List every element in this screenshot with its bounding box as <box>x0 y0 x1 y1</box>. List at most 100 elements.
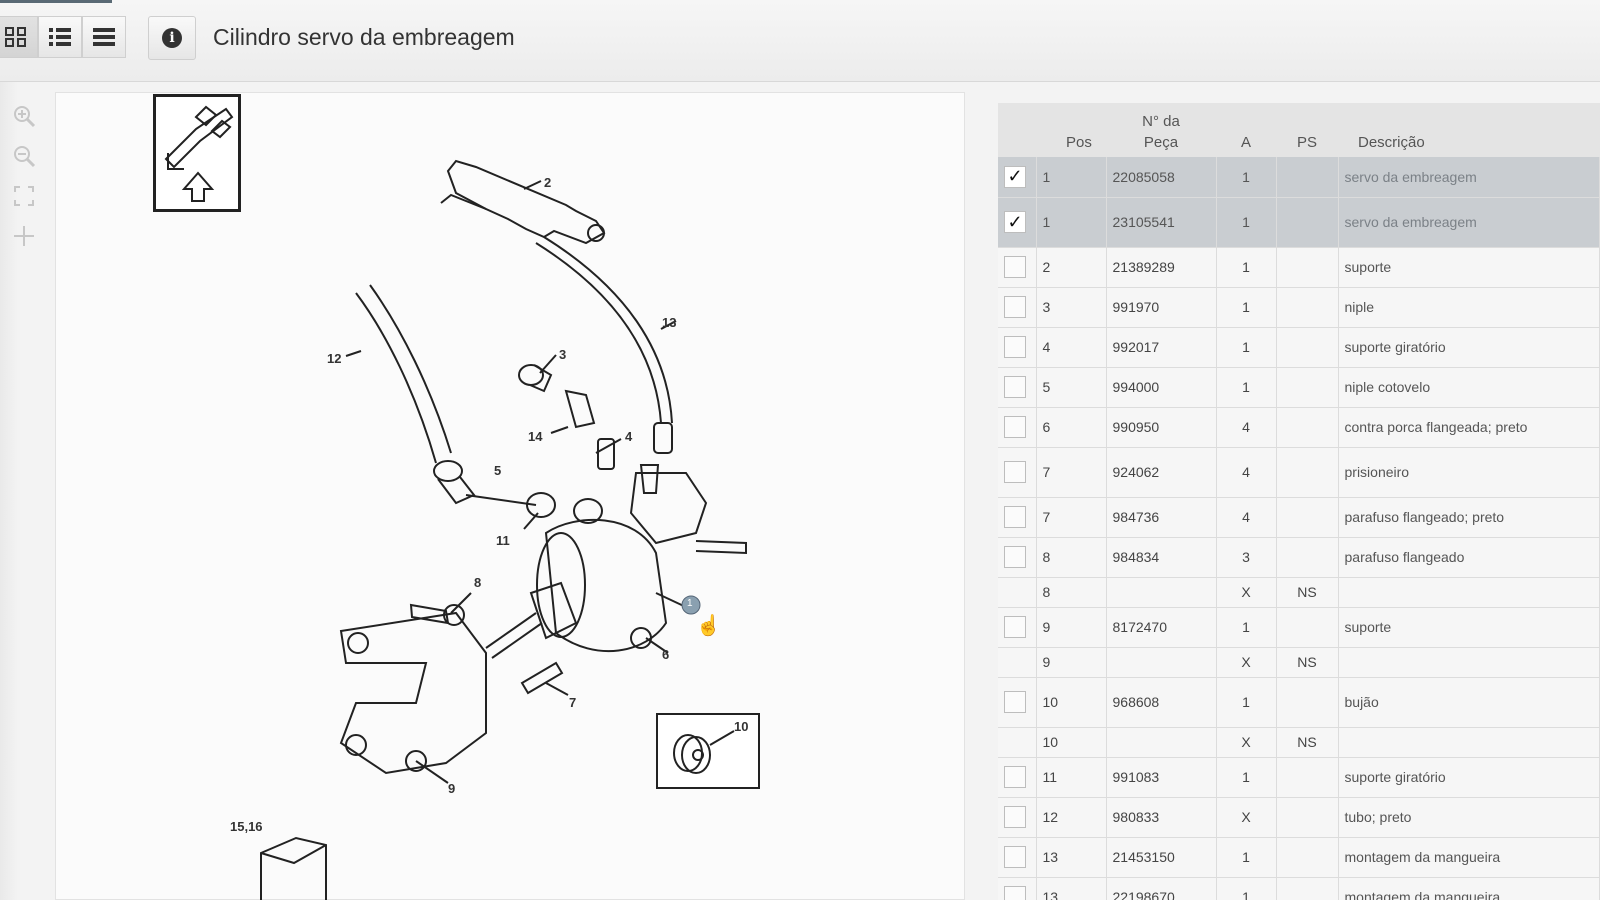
row-part-number: 21453150 <box>1106 837 1217 878</box>
row-checkbox[interactable] <box>1004 546 1026 568</box>
column-header-a[interactable]: A <box>1216 103 1276 157</box>
row-ps <box>1276 367 1339 408</box>
detail-inset[interactable]: 10 <box>656 713 760 789</box>
row-checkbox[interactable]: ✓ <box>1004 165 1026 188</box>
callout-label[interactable]: 12 <box>327 351 342 366</box>
row-pos: 10 <box>1036 727 1107 758</box>
row-quantity: X <box>1216 647 1277 678</box>
callout-label[interactable]: 11 <box>496 533 510 548</box>
fit-screen-icon[interactable] <box>8 180 40 212</box>
callout-label[interactable]: 15,16 <box>230 819 263 834</box>
row-description: servo da embreagem <box>1338 197 1600 248</box>
row-quantity: 1 <box>1216 197 1277 248</box>
row-description: montagem da mangueira <box>1338 877 1600 900</box>
callout-label[interactable]: 4 <box>625 429 633 444</box>
row-pos: 3 <box>1036 287 1107 328</box>
grid-view-button[interactable] <box>0 16 38 58</box>
row-part-number <box>1106 647 1217 678</box>
callout-label-selected[interactable]: 1 <box>687 598 693 609</box>
list-view-button[interactable] <box>82 16 126 58</box>
row-checkbox[interactable] <box>1004 766 1026 788</box>
drawing-panel[interactable]: 2 3 4 5 6 7 8 9 11 12 13 14 1 15,16 ☝ <box>55 92 965 900</box>
column-header-part-number[interactable]: N° da Peça <box>1106 103 1216 157</box>
callout-label[interactable]: 6 <box>662 647 670 662</box>
row-checkbox[interactable] <box>1004 416 1026 438</box>
row-checkbox[interactable] <box>1004 461 1026 483</box>
row-description: servo da embreagem <box>1338 157 1600 198</box>
row-checkbox[interactable] <box>1004 256 1026 278</box>
row-checkbox[interactable] <box>1004 691 1026 713</box>
row-checkbox[interactable] <box>1004 886 1026 900</box>
row-quantity: 4 <box>1216 497 1277 538</box>
row-checkbox[interactable] <box>1004 376 1026 398</box>
callout-label[interactable]: 14 <box>528 429 543 444</box>
row-pos: 10 <box>1036 677 1107 728</box>
row-part-number: 991083 <box>1106 757 1217 798</box>
zoom-out-icon[interactable] <box>8 140 40 172</box>
row-select-cell <box>998 497 1037 538</box>
pan-icon[interactable] <box>8 220 40 252</box>
row-checkbox[interactable] <box>1004 296 1026 318</box>
row-pos: 8 <box>1036 537 1107 578</box>
row-ps <box>1276 247 1339 288</box>
callout-label[interactable]: 2 <box>544 175 552 190</box>
list-detail-view-button[interactable] <box>38 16 82 58</box>
row-checkbox[interactable]: ✓ <box>1004 211 1026 233</box>
row-select-cell <box>998 327 1037 368</box>
row-checkbox[interactable] <box>1004 616 1026 638</box>
navigation-thumbnail[interactable] <box>153 94 241 212</box>
row-pos: 13 <box>1036 837 1107 878</box>
row-quantity: 1 <box>1216 877 1277 900</box>
callout-label[interactable]: 10 <box>734 719 749 734</box>
column-header-description[interactable]: Descrição <box>1338 103 1600 157</box>
row-checkbox[interactable] <box>1004 846 1026 868</box>
row-ps: NS <box>1276 727 1339 758</box>
row-ps <box>1276 537 1339 578</box>
column-header-ps[interactable]: PS <box>1276 103 1338 157</box>
row-description <box>1338 647 1600 678</box>
row-pos: 12 <box>1036 797 1107 838</box>
info-button[interactable]: i <box>148 16 196 60</box>
callout-label[interactable]: 8 <box>474 575 482 590</box>
row-pos: 1 <box>1036 197 1107 248</box>
row-quantity: 1 <box>1216 677 1277 728</box>
zoom-in-icon[interactable] <box>8 100 40 132</box>
callout-label[interactable]: 9 <box>448 781 456 796</box>
row-ps <box>1276 407 1339 448</box>
row-ps <box>1276 157 1339 198</box>
exploded-parts-drawing[interactable] <box>56 93 966 900</box>
toolbar: i Cilindro servo da embreagem <box>0 0 1600 82</box>
callout-label[interactable]: 13 <box>662 315 677 330</box>
row-checkbox[interactable] <box>1004 336 1026 358</box>
row-checkbox[interactable] <box>1004 806 1026 828</box>
row-checkbox[interactable] <box>1004 506 1026 528</box>
navigation-thumbnail-icon <box>164 105 234 202</box>
column-header-pos[interactable]: Pos <box>1036 103 1106 157</box>
row-part-number: 22085058 <box>1106 157 1217 198</box>
row-pos: 11 <box>1036 757 1107 798</box>
callout-label[interactable]: 5 <box>494 463 502 478</box>
callout-label[interactable]: 3 <box>559 347 567 362</box>
row-select-cell: ✓ <box>998 197 1037 248</box>
callout-label[interactable]: 7 <box>569 695 577 710</box>
